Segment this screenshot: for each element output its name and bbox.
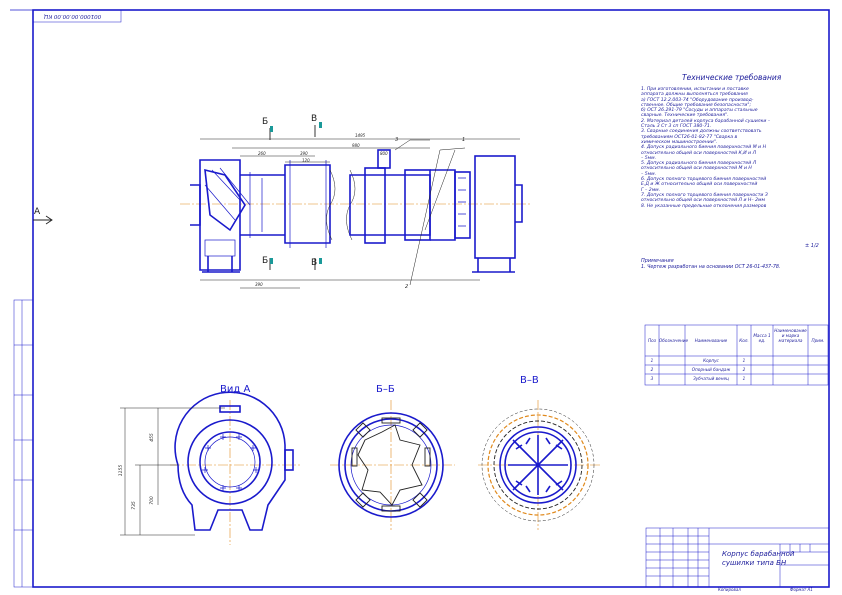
dim-d3: 390 — [300, 151, 308, 156]
requirement-line: Сталь 3 Ст 3 сп ГОСТ 380-71. — [641, 124, 712, 130]
requirement-line: 2. Материал деталей корпуса барабанной с… — [641, 118, 771, 124]
dim-d2: 800 — [380, 151, 388, 156]
bom-row-2-name: Опорный бандаж — [691, 367, 731, 372]
requirement-line: 4. Допуск радиального биения поверхносте… — [641, 145, 767, 151]
requirement-line: б) ОСТ 26.291-79 "Сосуды и аппараты стал… — [641, 108, 758, 114]
cut-b-bottom-label: Б — [262, 256, 269, 266]
bom-row-2-pos: 2 — [650, 367, 654, 372]
requirements-title: Технические требования — [682, 73, 782, 82]
requirement-line: ственное. Общие требования безопасности"… — [641, 102, 752, 108]
doc-code: 001000.00.00.00 КЦ — [44, 13, 102, 19]
leader-1: 1 — [462, 137, 466, 143]
cut-v-bottom-label: В — [311, 258, 318, 268]
requirement-line: сварные. Технические требования". — [641, 113, 729, 119]
view-a-label: Вид А — [220, 384, 251, 395]
dim-d5: 120 — [302, 158, 310, 163]
left-side-strip — [13, 299, 34, 588]
bom-header-mass: Масса 1 ед. — [753, 333, 771, 343]
dim-d4: 260 — [258, 151, 266, 156]
requirement-line: – 5мм. — [641, 171, 657, 177]
requirements-list: 1. При изготовлении, испытании и поставк… — [641, 87, 821, 209]
title-line-1: Корпус барабанной — [722, 550, 795, 558]
copied-label: Копировал — [718, 587, 741, 592]
leader-2: 2 — [405, 284, 409, 290]
arrow-a-label: А — [34, 207, 41, 217]
dim-h-lower: 700 — [149, 496, 155, 505]
requirement-line: 3. Сварные соединения должны соответство… — [641, 129, 762, 135]
bom-row-3-qty: 1 — [742, 376, 746, 381]
dim-overall: 1495 — [355, 133, 366, 138]
tolerance-note: ± 1/2 — [805, 243, 819, 249]
requirement-line: 1. При изготовлении, испытании и поставк… — [641, 87, 749, 92]
section-vv-drawing — [478, 400, 600, 530]
dim-bottom: 390 — [255, 282, 263, 287]
bom-row-1-pos: 1 — [650, 358, 654, 363]
bom-header-name: Наименование — [694, 338, 728, 343]
view-a-drawing — [120, 391, 300, 545]
requirement-line: 8. Не указанные предельные отклонения ра… — [641, 203, 767, 209]
bom-table-frame — [644, 324, 829, 386]
requirement-line: 5. Допуск радиального биения поверхносте… — [641, 161, 757, 167]
bom-row-1-name: Корпус — [703, 358, 719, 363]
requirement-line: 7. Допуск полного торцевого биения повер… — [641, 192, 768, 198]
bom-row-1-qty: 1 — [742, 358, 746, 363]
doc-code-box — [32, 9, 122, 23]
notes-line: 1. Чертеж разработан на основании ОСТ 26… — [641, 265, 781, 270]
requirement-line: относительно общей оси поверхностей К,И … — [641, 150, 757, 156]
cut-b-top-label: Б — [262, 117, 269, 127]
bom-header-code: Обозначение — [659, 338, 689, 343]
notes-title: Примечания — [641, 258, 674, 264]
bom-header-material: Наименование и марка материала — [774, 328, 807, 343]
requirement-line: 6. Допуск полного торцевого биения повер… — [641, 177, 767, 183]
requirement-line: Е,Д и Ж относительно общей оси поверхнос… — [641, 182, 758, 188]
title-line-2: сушилки типа БН — [722, 559, 787, 567]
dim-d1: 980 — [352, 143, 360, 148]
requirement-line: относительно общей оси поверхностей М и … — [641, 166, 752, 172]
cut-v-top-label: В — [311, 114, 318, 124]
sheet-frame — [32, 9, 830, 588]
section-vv-label: В–В — [520, 375, 539, 386]
dim-h-upper: 455 — [149, 433, 155, 442]
bom-header-note: Прим. — [811, 338, 825, 343]
bom-row-3-name: Зубчатый венец — [693, 376, 729, 381]
title-block-frame — [645, 527, 830, 588]
requirement-line: – 5мм. — [641, 155, 657, 161]
requirement-line: Г – 2мм. — [641, 187, 661, 193]
dim-h-mid: 735 — [131, 501, 137, 510]
requirement-line: относительно общей оси поверхностей Л и … — [641, 198, 765, 204]
bom-header-pos: Поз — [648, 338, 656, 343]
section-bb-label: Б–Б — [376, 384, 395, 395]
requirement-line: химическом машиностроении". — [641, 139, 718, 145]
requirement-line: аппарата должны выполняться требования — [641, 92, 748, 98]
requirement-line: а) ГОСТ 12.2.003-74 "Оборудование произв… — [641, 97, 754, 103]
format-label: Формат А1 — [790, 587, 813, 592]
leader-3: 3 — [395, 137, 399, 143]
requirement-line: требованиям ОСТ26-01-82-77 "Сварка в — [641, 134, 738, 140]
bom-row-3-pos: 3 — [650, 376, 654, 381]
section-bb-drawing — [330, 400, 455, 530]
bom-header-qty: Кол. — [739, 338, 749, 343]
main-longitudinal-view — [33, 122, 530, 289]
bom-row-2-qty: 2 — [742, 367, 746, 372]
dim-h-total: 1155 — [119, 464, 125, 477]
